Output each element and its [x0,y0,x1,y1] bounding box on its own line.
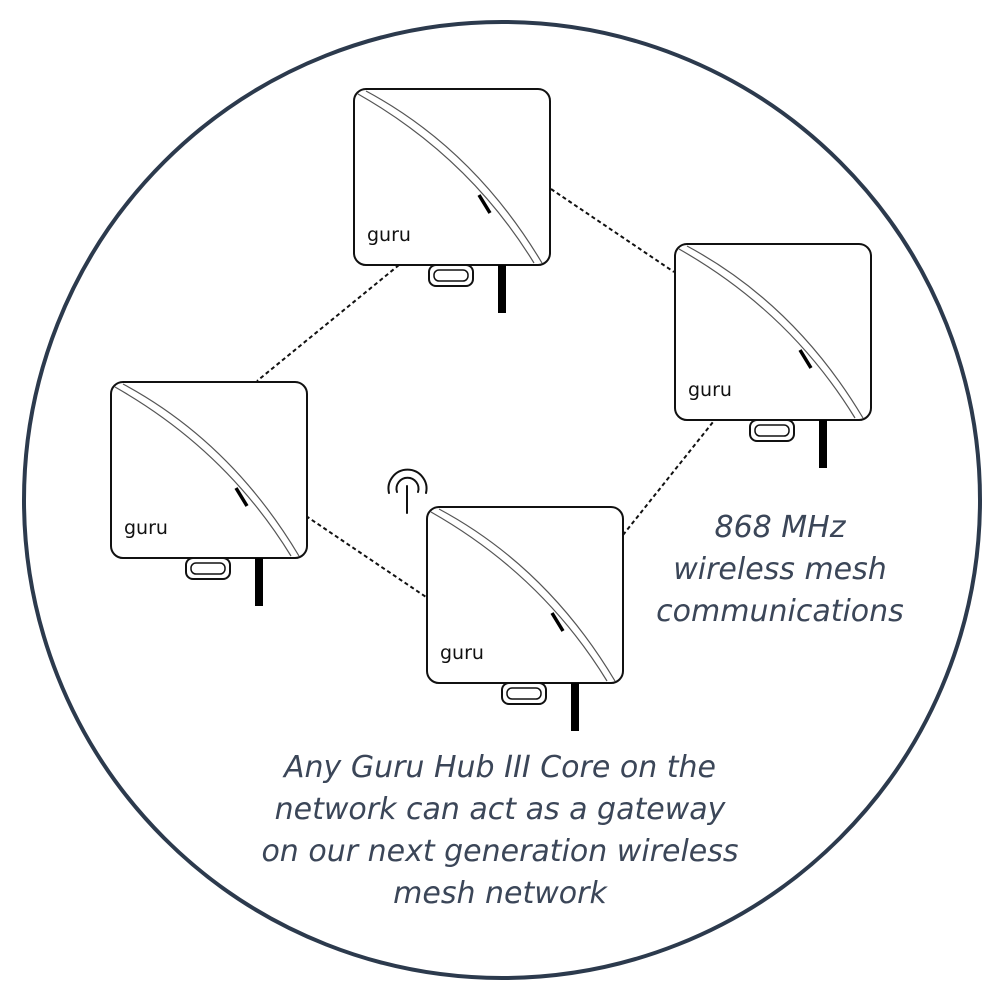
device-right: guru [673,242,873,470]
frequency-caption: 868 MHz wireless mesh communications [620,507,940,633]
description-caption-line: on our next generation wireless [261,834,739,869]
description-caption-line: Any Guru Hub III Core on the [284,750,716,785]
device-gateway: guru [425,505,625,733]
description-caption-line: network can act as a gateway [274,792,726,827]
link-gateway-right [622,421,714,536]
frequency-caption-line: 868 MHz [714,510,846,545]
device-left: guru [109,380,309,608]
link-top-right [550,188,675,273]
description-caption: Any Guru Hub III Core on the network can… [210,747,790,915]
device-logo: guru [124,517,168,539]
broadcast-antenna-icon [387,468,428,514]
link-left-gateway [305,515,427,598]
frame-circle [22,20,982,980]
frequency-caption-line: wireless mesh [673,552,887,587]
mesh-links [256,188,714,598]
device-logo: guru [688,379,732,401]
description-caption-line: mesh network [393,876,607,911]
device-top: guru [352,87,552,315]
link-top-left [256,264,400,382]
device-logo: guru [440,642,484,664]
device-logo: guru [367,224,411,246]
frequency-caption-line: communications [656,594,904,629]
